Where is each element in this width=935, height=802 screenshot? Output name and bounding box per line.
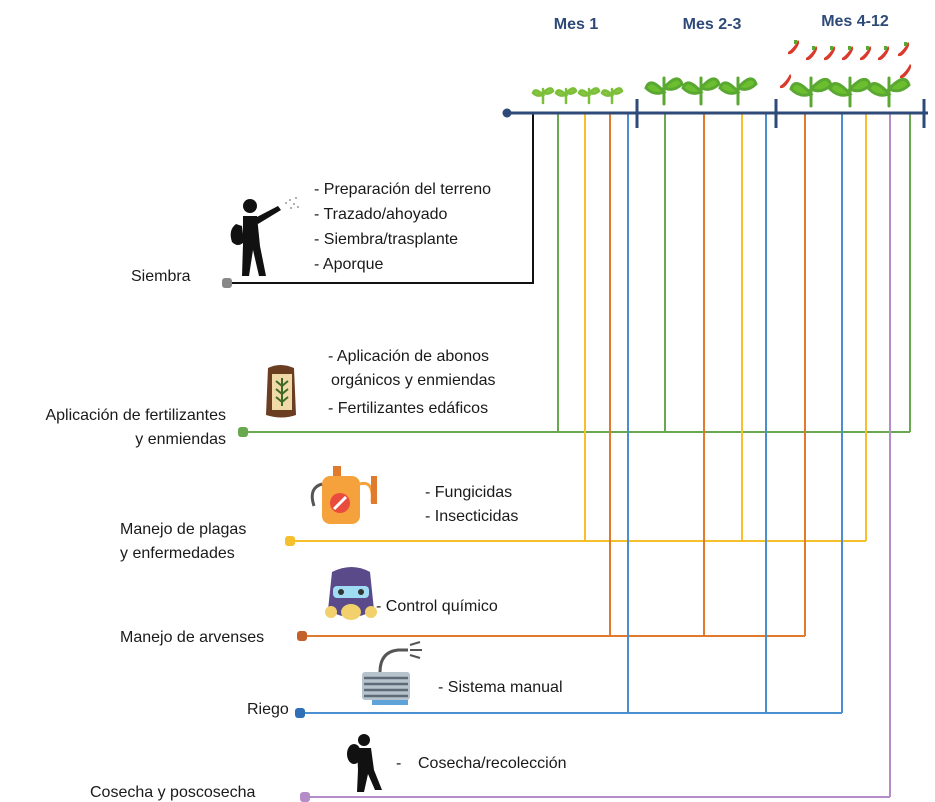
siembra-connector [227, 113, 534, 284]
fertilizer-bag-icon [266, 365, 296, 418]
plagas-item: - Fungicidas [425, 484, 513, 501]
timeline-bar [507, 99, 928, 128]
month-label-1: Mes 1 [553, 16, 599, 33]
plagas-dot [285, 536, 295, 546]
cosecha-item-dash: - [396, 755, 402, 772]
siembra-item: - Trazado/ahoyado [314, 206, 448, 223]
fertilizacion-item: - Aplicación de abonos [328, 348, 489, 365]
timeline-start-dot [502, 108, 512, 118]
arvenses-dot [297, 631, 307, 641]
cosecha-dot [300, 792, 310, 802]
cosecha-item: Cosecha/recolección [418, 755, 567, 772]
arvenses-item: - Control químico [376, 598, 498, 615]
fertilizacion-dot [238, 427, 248, 437]
fertilizacion-label-line-1: Aplicación de fertilizantes [45, 407, 226, 424]
siembra-label: Siembra [131, 268, 191, 285]
fertilizacion-label-line-2: y enmiendas [135, 431, 226, 448]
riego-dot [295, 708, 305, 718]
siembra-item: - Aporque [314, 256, 384, 273]
fertilizacion-item: orgánicos y enmiendas [331, 372, 496, 389]
plagas-item: - Insecticidas [425, 508, 519, 525]
cosecha-label: Cosecha y poscosecha [90, 784, 256, 801]
siembra-item: - Siembra/trasplante [314, 231, 459, 248]
fertilizacion-item: - Fertilizantes edáficos [328, 400, 489, 417]
hose-reel-icon [362, 641, 422, 705]
riego-connector [300, 113, 843, 714]
plagas-label-line-1: Manejo de plagas [120, 521, 247, 538]
riego-label: Riego [247, 701, 289, 718]
plagas-label-line-2: y enfermedades [120, 545, 235, 562]
riego-item: - Sistema manual [438, 679, 563, 696]
pepper-icons [780, 40, 912, 89]
fertilizacion-connector [243, 113, 911, 433]
plant-with-fruit-icons [780, 40, 912, 108]
backpack-sprayer-icon [310, 466, 377, 524]
month-label-2: Mes 2-3 [682, 16, 742, 33]
gas-mask-icon [325, 567, 377, 620]
siembra-item: - Preparación del terreno [314, 181, 491, 198]
plagas-connector [290, 113, 867, 542]
harvester-person-icon [347, 734, 382, 792]
seedling-small-icons [531, 87, 624, 105]
siembra-dot [222, 278, 232, 288]
arvenses-connector [302, 113, 806, 637]
plant-medium-icons [644, 76, 758, 106]
sprayer-person-icon [230, 197, 299, 276]
month-label-3: Mes 4-12 [821, 13, 889, 30]
arvenses-label: Manejo de arvenses [120, 629, 265, 646]
cosecha-connector [305, 113, 891, 798]
